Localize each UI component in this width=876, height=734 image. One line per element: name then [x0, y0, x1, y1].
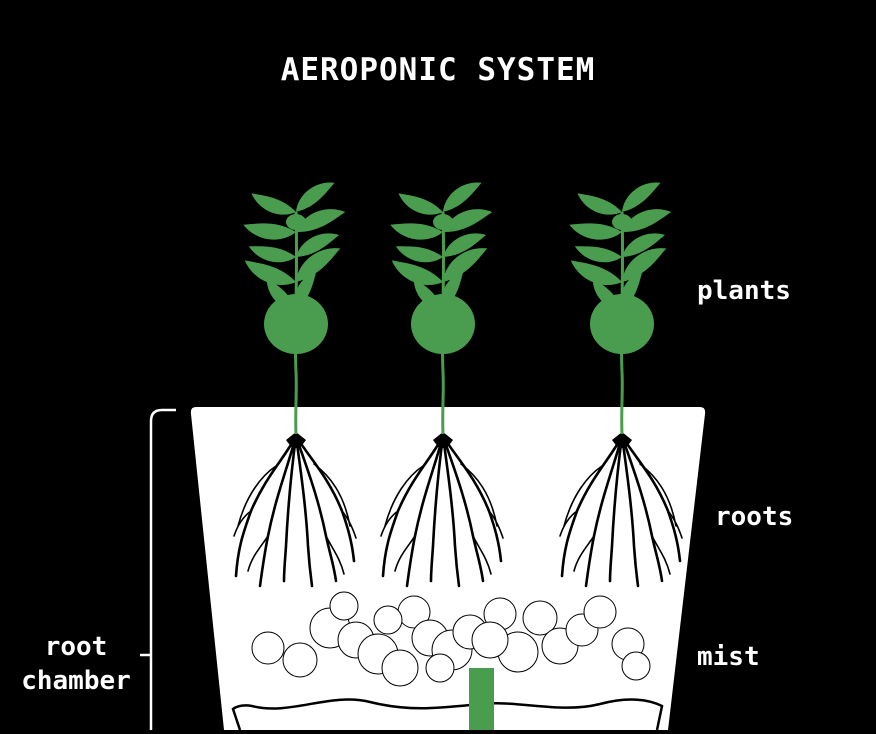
root-strand	[651, 535, 671, 575]
root-strand	[294, 434, 338, 583]
mist-bubble	[329, 591, 359, 621]
mist-bubble	[583, 595, 617, 629]
root-strand	[429, 434, 445, 583]
label-plants: plants	[697, 276, 791, 306]
root-strand	[608, 434, 624, 583]
root-strand	[380, 510, 399, 537]
root-strand	[559, 510, 578, 537]
root-strand	[294, 434, 314, 588]
root-strand	[258, 434, 298, 588]
plant-leaf	[436, 176, 486, 214]
root-system	[559, 432, 683, 588]
mist-bubble	[471, 621, 509, 659]
plant-bud	[612, 214, 632, 230]
plant-leaf	[289, 176, 339, 214]
mist-bubble	[381, 649, 419, 687]
plant-stem-lower	[441, 371, 445, 435]
mist-bubble	[522, 600, 558, 636]
plant-stem-lower	[294, 371, 298, 435]
plant	[387, 176, 495, 435]
root-strand	[488, 510, 504, 539]
root-strand	[620, 434, 640, 588]
plant-bud	[286, 214, 306, 230]
plant-main-leaf	[264, 294, 328, 354]
mist-cloud	[251, 591, 651, 687]
plant	[566, 176, 674, 435]
plant-bud	[433, 214, 453, 230]
label-mist: mist	[697, 642, 760, 672]
mist-bubble	[251, 631, 285, 665]
root-strand	[233, 510, 252, 537]
root-strand	[405, 434, 445, 588]
root-strand	[341, 510, 357, 539]
mist-nozzle	[469, 668, 494, 730]
root-strand	[460, 463, 498, 527]
root-strand	[282, 434, 298, 583]
root-system	[233, 432, 357, 588]
mist-bubble	[373, 605, 403, 635]
root-strand	[441, 434, 485, 583]
label-root-chamber-line1: root	[44, 632, 108, 662]
plant-stem-lower	[620, 371, 624, 435]
root-strand	[247, 535, 269, 572]
root-strand	[639, 463, 677, 527]
root-strand	[620, 434, 664, 583]
diagram-title: AEROPONIC SYSTEM	[280, 52, 596, 88]
root-strand	[563, 465, 603, 527]
root-strand	[441, 434, 461, 588]
root-chamber-bracket	[140, 408, 176, 730]
root-strand	[325, 535, 345, 575]
plant	[240, 176, 348, 435]
root-strand	[394, 535, 416, 572]
root-strand	[584, 434, 624, 588]
plant-main-leaf	[590, 294, 654, 354]
label-root-chamber: root chamber	[14, 630, 138, 698]
roots	[233, 432, 683, 588]
plant-leaf	[615, 176, 665, 214]
root-strand	[237, 465, 277, 527]
root-strand	[313, 463, 351, 527]
nutrient-reservoir	[231, 698, 664, 731]
plants	[240, 176, 674, 435]
mist-bubble	[425, 653, 455, 683]
root-strand	[667, 510, 683, 539]
root-strand	[472, 535, 492, 575]
mist-bubble	[282, 642, 318, 678]
root-system	[380, 432, 504, 588]
label-roots: roots	[715, 502, 794, 532]
root-strand	[384, 465, 424, 527]
root-strand	[573, 535, 595, 572]
mist-bubble	[621, 651, 651, 681]
label-root-chamber-line2: chamber	[21, 666, 131, 696]
plant-main-leaf	[411, 294, 475, 354]
